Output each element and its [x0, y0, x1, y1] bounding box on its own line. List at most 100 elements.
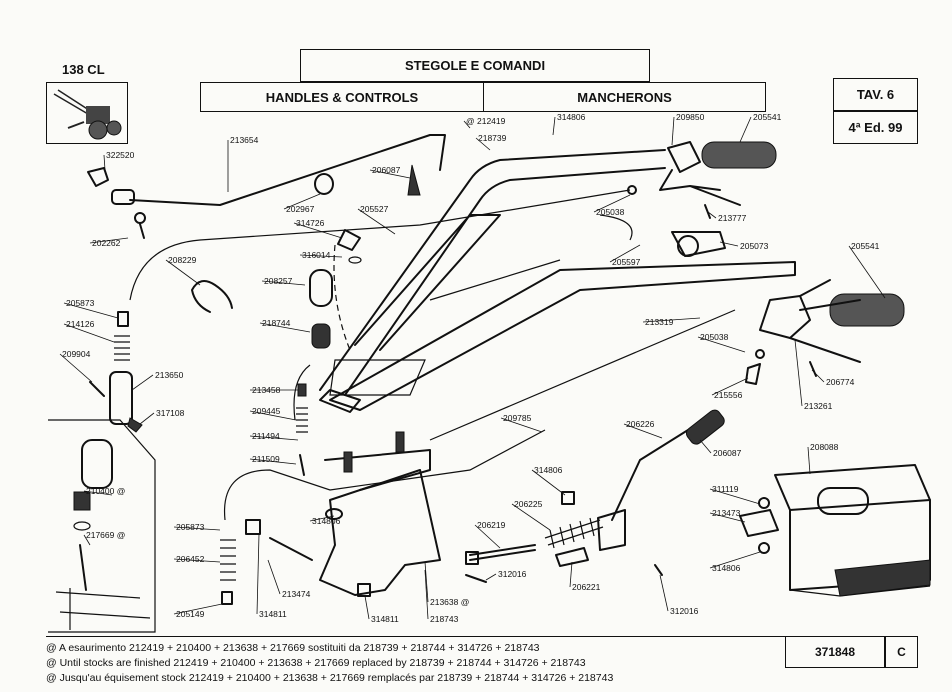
part-number-label: 213319 — [645, 317, 674, 327]
part-leader-line — [485, 573, 497, 581]
part-number-label: 206221 — [572, 582, 601, 592]
part-leader-line — [173, 526, 221, 531]
part-leader-line — [671, 116, 675, 146]
levers-and-grips-icon — [627, 141, 905, 385]
part-number-label: 213261 — [804, 401, 833, 411]
part-number-label: 205541 — [851, 241, 880, 251]
part-number-label: 205149 — [176, 609, 205, 619]
part-leader-line — [697, 336, 746, 353]
part-number-label: 211509 — [252, 454, 280, 464]
part-number-label: 218739 — [478, 133, 507, 143]
part-leader-line — [369, 169, 411, 179]
part-leader-line — [249, 410, 297, 421]
part-leader-line — [475, 137, 491, 151]
part-leader-line — [139, 412, 155, 425]
part-number-label: 314811 — [371, 614, 399, 624]
note-french: @ Jusqu'au équisement stock 212419 + 210… — [46, 672, 614, 684]
part-leader-line — [709, 551, 761, 569]
part-leader-line — [59, 353, 93, 383]
note-italian: @ A esaurimento 212419 + 210400 + 213638… — [46, 642, 540, 654]
part-number-label: 214126 — [66, 319, 95, 329]
model-label: 138 CL — [62, 62, 105, 77]
part-leader-line — [719, 241, 739, 247]
part-leader-line — [63, 323, 115, 343]
part-leader-line — [293, 222, 343, 239]
part-leader-line — [811, 369, 825, 383]
part-number-label: 209850 — [676, 112, 705, 122]
part-number-label: 218744 — [262, 318, 291, 328]
part-number-label: 217669 @ — [86, 530, 125, 540]
part-number-label: 208257 — [264, 276, 293, 286]
part-number-label: 210400 @ — [86, 486, 125, 496]
part-number-label: 208088 — [810, 442, 839, 452]
part-leader-line — [794, 339, 803, 407]
part-leader-line — [299, 254, 343, 258]
part-leader-line — [267, 559, 281, 595]
part-number-label: 206219 — [477, 520, 506, 530]
part-leader-line — [63, 302, 119, 319]
part-number-label: 205527 — [360, 204, 389, 214]
part-leader-line — [283, 193, 321, 210]
part-number-label: 202262 — [92, 238, 121, 248]
part-number-label: 322520 — [106, 150, 135, 160]
revision-letter: C — [885, 636, 918, 668]
part-leader-line — [711, 377, 749, 396]
part-number-label: 206774 — [826, 377, 855, 387]
part-leader-line — [623, 423, 663, 439]
part-number-label: 213474 — [282, 589, 311, 599]
part-leader-line — [364, 595, 370, 620]
part-number-label: 314806 — [712, 563, 741, 573]
model-thumbnail — [46, 82, 128, 144]
part-number-label: 213777 — [718, 213, 747, 223]
title-english: HANDLES & CONTROLS — [200, 82, 484, 112]
part-leader-line — [699, 439, 712, 454]
part-number-label: 202967 — [286, 204, 315, 214]
part-leader-line — [83, 490, 113, 496]
part-number-label: 311119 — [712, 484, 739, 494]
part-leader-line — [261, 280, 306, 286]
part-number-label: 213638 @ — [430, 597, 469, 607]
part-leader-line — [739, 116, 752, 143]
part-number-label: 209445 — [252, 406, 281, 416]
part-number-label: 205541 — [753, 112, 782, 122]
part-leader-line — [609, 244, 641, 263]
exploded-parts-diagram: 322520 202262 213654 202967 206087 314726 2055… — [48, 112, 931, 633]
part-number-label: 314806 — [534, 465, 563, 475]
part-leader-line — [309, 515, 335, 522]
part-leader-line — [463, 120, 471, 129]
part-number-label: 314726 — [296, 218, 325, 228]
lower-bracket-icon — [220, 409, 725, 605]
part-leader-line — [249, 458, 297, 465]
part-leader-line — [500, 417, 543, 433]
inset-parts-icon — [55, 439, 151, 630]
part-number-label: 205038 — [700, 332, 729, 342]
part-number-label: 213654 — [230, 135, 259, 145]
part-leader-line — [569, 561, 573, 588]
part-leader-line — [173, 603, 223, 615]
part-number-label: 314811 — [259, 609, 287, 619]
part-number-label: 205073 — [740, 241, 769, 251]
part-number-label: 205873 — [176, 522, 205, 532]
part-leader-line — [659, 574, 669, 612]
part-number-label: 209904 — [62, 349, 91, 359]
title-french: MANCHERONS — [483, 82, 766, 112]
part-number-label: 314806 — [557, 112, 586, 122]
part-number-label: 206087 — [713, 448, 742, 458]
note-english: @ Until stocks are finished 212419 + 210… — [46, 657, 586, 669]
part-number-label: 317108 — [156, 408, 185, 418]
handlebar-frame-icon — [319, 149, 796, 413]
part-number-label: 213458 — [252, 385, 281, 395]
title-italian: STEGOLE E COMANDI — [300, 49, 650, 82]
part-leader-line — [89, 237, 129, 244]
part-leader-line — [709, 488, 761, 505]
part-number-label: 206087 — [372, 165, 401, 175]
part-number-label: 205597 — [612, 257, 641, 267]
toolbox-icon — [739, 464, 931, 597]
part-number-label: 206225 — [514, 499, 543, 509]
part-leader-line — [807, 446, 811, 475]
part-number-label: 218743 — [430, 614, 459, 624]
part-number-label: 213473 — [712, 508, 741, 518]
part-number-label: 213650 — [155, 370, 184, 380]
part-leader-line — [103, 154, 106, 171]
part-number-label: 312016 — [670, 606, 699, 616]
